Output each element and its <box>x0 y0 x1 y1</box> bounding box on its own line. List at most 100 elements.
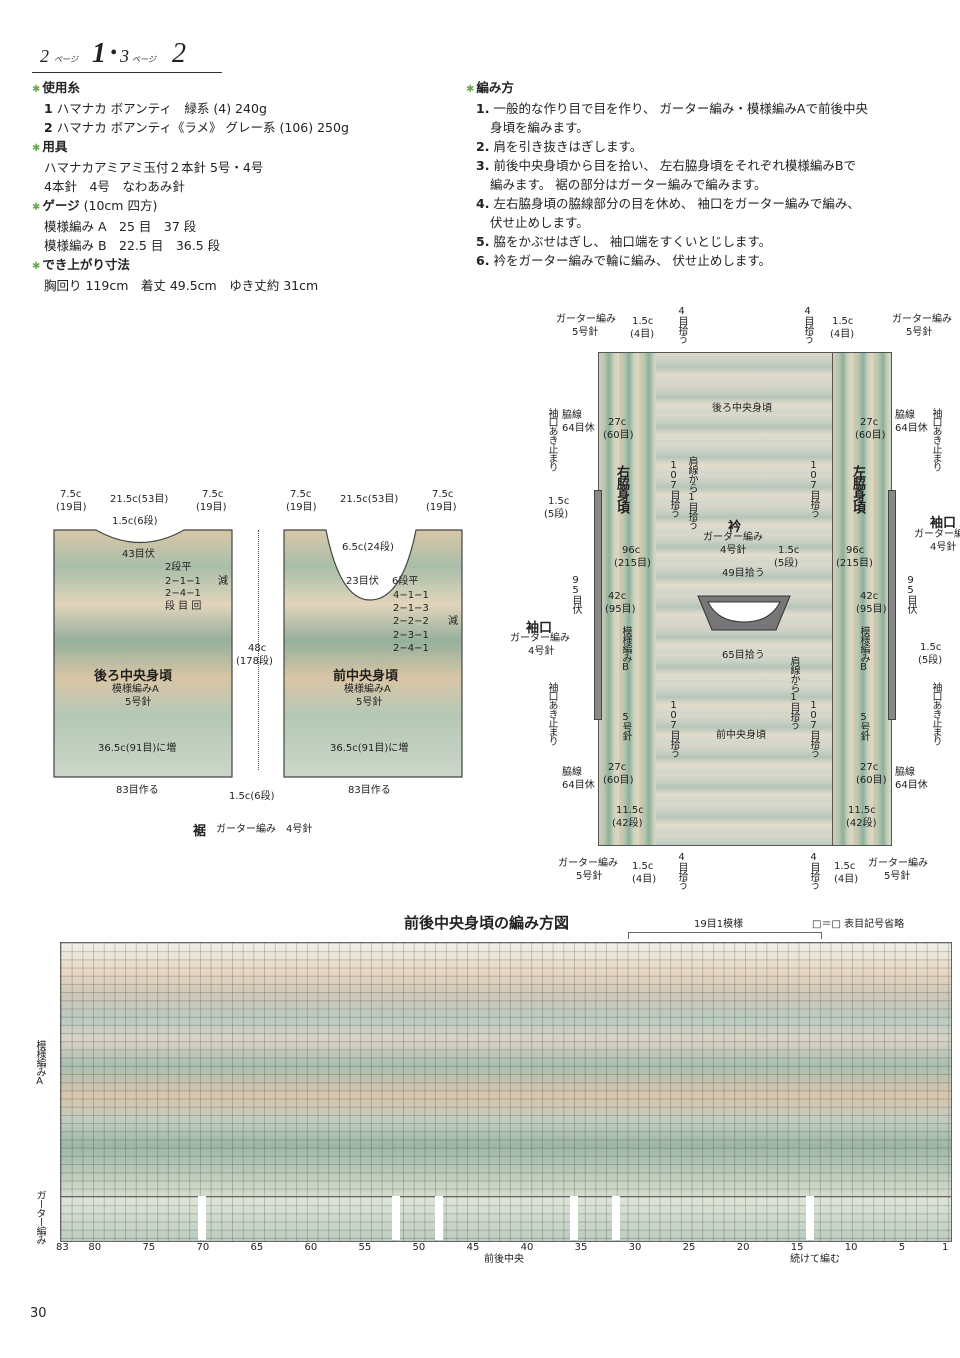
chart-x-tick: 50 <box>412 1242 426 1253</box>
chart-x-tick: 35 <box>574 1242 588 1253</box>
chart-center-label: 前後中央 <box>484 1254 524 1265</box>
chart-title: 前後中央身頃の編み方図 <box>404 914 570 932</box>
right-sleeve-band <box>594 490 602 720</box>
front-pattern: 模様編みA <box>344 684 391 695</box>
chart-x-tick: 55 <box>358 1242 372 1253</box>
collar-garter: ガーター編み <box>703 532 763 543</box>
front-cast-on: 83目作る <box>348 785 391 796</box>
page-header: 2 ページ 1 • 3 ページ 2 <box>32 38 222 73</box>
front-top-left-cm: 7.5c <box>290 489 312 500</box>
page-ref-3: 3 <box>120 46 129 66</box>
back-dec-2: 2−1−1 <box>165 576 201 587</box>
chart-legend: □＝□ 表目記号省略 <box>812 919 905 930</box>
back-neck-rows: 1.5c(6段) <box>112 516 158 527</box>
size-line: 胸回り 119cm 着丈 49.5cm ゆき丈約 31cm <box>44 278 319 293</box>
bl-stitches: (4目) <box>632 874 657 885</box>
chart-label-garter: ガーター編み <box>34 1190 45 1244</box>
lside-seam: 脇線 <box>895 410 915 421</box>
ls-27b-st: (60目) <box>856 775 887 786</box>
ls-42-st: (95目) <box>856 604 887 615</box>
front-neck-rows: 6.5c(24段) <box>342 542 394 553</box>
chart-x-tick: 65 <box>250 1242 264 1253</box>
step-1: 1.一般的な作り目で目を作り、 ガーター編み・模様編みAで前後中央身頃を編みます… <box>476 101 868 135</box>
l-sleeve-cm: 1.5c <box>920 642 942 653</box>
hem-label: 裾 <box>193 824 207 839</box>
rs-27b-st: (60目) <box>603 775 634 786</box>
front-flat-rows: 6段平 <box>392 576 419 587</box>
chart-continue-label: 続けて編む <box>790 1254 840 1265</box>
size-title: でき上がり寸法 <box>32 255 349 276</box>
length-line <box>258 530 260 770</box>
back-dec-1: 2段平 <box>165 562 192 573</box>
front-dec-1: 4−1−1 <box>393 590 429 601</box>
shoulder-br: 肩線から1目拾う <box>788 656 799 729</box>
method-title: 編み方 <box>466 78 868 99</box>
front-center-label: 前中央身頃 <box>716 730 766 741</box>
r-sleeve-stop-bottom: 袖口あき止まり <box>546 682 557 745</box>
pick107-tr: 107目拾う <box>808 460 819 517</box>
r-sleeve-cm: 1.5c <box>548 496 570 507</box>
tr-stitches: (4目) <box>830 329 855 340</box>
tools-line-2: 4本針 4号 なわあみ針 <box>44 179 185 194</box>
bl-width: 1.5c <box>632 861 654 872</box>
step-5: 5.脇をかぶせはぎし、 袖口端をすくいとじします。 <box>476 234 772 249</box>
chart-x-tick: 45 <box>466 1242 480 1253</box>
rside-seam: 脇線 <box>562 410 582 421</box>
l-sleeve-title: 袖口 <box>930 516 957 531</box>
step-4: 4.左右脇身頃の脇線部分の目を休め、 袖口をガーター編みで編み、伏せ止めします。 <box>476 196 860 230</box>
rs-27-cm: 27c <box>608 417 627 428</box>
ls-27-st: (60目) <box>855 430 886 441</box>
tl-width: 1.5c <box>632 316 654 327</box>
hem-note: ガーター編み 4号針 <box>216 824 313 835</box>
back-top-center: 21.5c(53目) <box>110 494 169 505</box>
ls-27-cm: 27c <box>860 417 879 428</box>
ls-96-cm: 96c <box>846 545 865 556</box>
gap-2 <box>392 1196 400 1240</box>
rs-96-st: (215目) <box>614 558 651 569</box>
pick107-tl: 107目拾う <box>668 460 679 517</box>
rs-needle: 5号針 <box>620 712 631 740</box>
tr-needle: 5号針 <box>906 327 933 338</box>
back-top-right-cm: 7.5c <box>202 489 224 500</box>
step-2: 2.肩を引き抜きはぎします。 <box>476 139 643 154</box>
rs-pattern: 模様編みB <box>620 626 631 672</box>
chart-x-tick: 75 <box>142 1242 156 1253</box>
gauge-line-1: 模様編み A 25 目 37 段 <box>44 219 197 234</box>
tl-pick: 4目拾う <box>676 306 687 343</box>
chart-x-tick: 70 <box>196 1242 210 1253</box>
chart-x-tick: 15 <box>790 1242 804 1253</box>
right-side-title: 右脇身頃 <box>614 465 629 513</box>
collar-rows: (5段) <box>774 558 799 569</box>
l-bind95: 95目伏 <box>905 575 916 613</box>
chart-x-tick: 40 <box>520 1242 534 1253</box>
collar-cm: 1.5c <box>778 545 800 556</box>
bl-pick: 4目拾う <box>676 852 687 889</box>
pick107-bl: 107目拾う <box>668 700 679 757</box>
pick49: 49目拾う <box>722 568 765 579</box>
tr-width: 1.5c <box>832 316 854 327</box>
back-pattern: 模様編みA <box>112 684 159 695</box>
back-piece-shape <box>53 529 233 778</box>
collar-needle: 4号針 <box>720 545 747 556</box>
br-stitches: (4目) <box>834 874 859 885</box>
left-side-panel <box>832 352 892 846</box>
materials-title: 使用糸 <box>32 78 349 99</box>
front-dec-5: 2−4−1 <box>393 643 429 654</box>
back-increase: 36.5c(91目)に増 <box>98 743 177 754</box>
front-needle: 5号針 <box>356 697 383 708</box>
ls-needle: 5号針 <box>858 712 869 740</box>
page-ref-dot: • <box>110 42 118 64</box>
front-top-right-cm: 7.5c <box>432 489 454 500</box>
ls-115-rows: (42段) <box>846 818 877 829</box>
page-ref-2: 1 <box>92 38 106 69</box>
length-rows: (178段) <box>236 656 273 667</box>
r-sleeve-title: 袖口 <box>526 621 553 636</box>
page-ref-4: 2 <box>172 38 186 69</box>
back-dec-3: 2−4−1 <box>165 588 201 599</box>
chart-x-tick: 1 <box>942 1242 949 1253</box>
ls-27b-cm: 27c <box>860 762 879 773</box>
gap-6 <box>806 1196 814 1240</box>
tools-line-1: ハマナカアミアミ玉付２本針 5号・4号 <box>44 160 264 175</box>
